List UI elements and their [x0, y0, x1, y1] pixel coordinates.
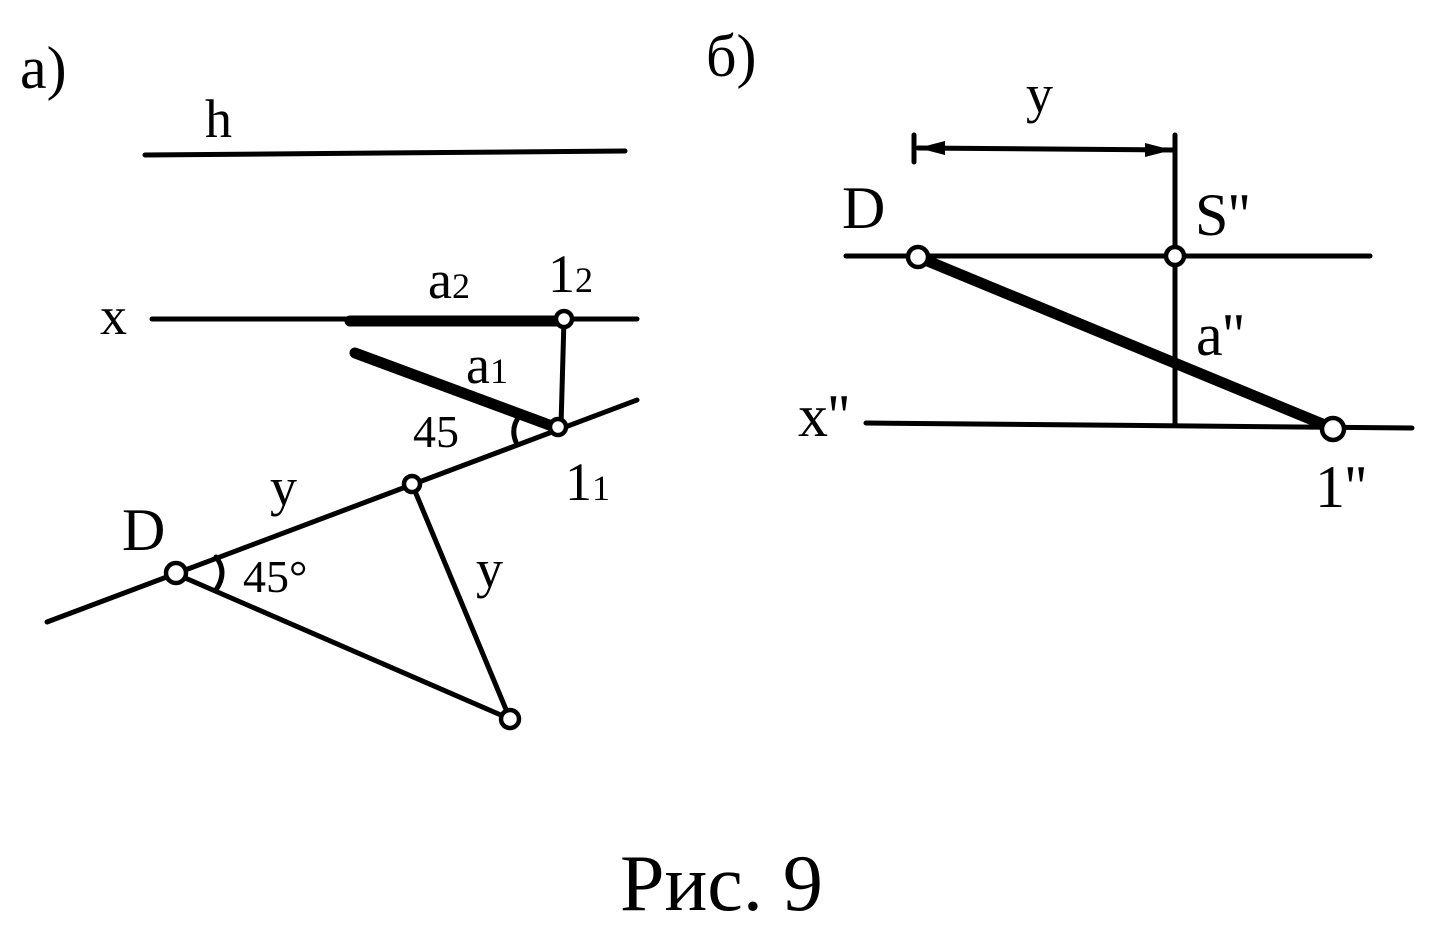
- y-dim-label: y: [1026, 64, 1053, 124]
- point-mid: [401, 473, 423, 495]
- panel-a-label: а): [20, 35, 67, 101]
- inclined-line: [44, 397, 640, 625]
- y-upper-label: y: [270, 457, 297, 517]
- y-lower-label: y: [476, 539, 503, 599]
- dim-line: [915, 145, 1175, 153]
- a-label-b: a'': [1196, 302, 1244, 368]
- angle-top-label: 45: [413, 406, 459, 457]
- angle-arc-top: [511, 412, 523, 445]
- point-1-2-label: 12: [548, 244, 593, 304]
- triangle-side-line: [409, 481, 513, 722]
- h-line: [142, 148, 628, 158]
- point-1-1-label: 11: [565, 452, 610, 512]
- h-label: h: [205, 89, 232, 149]
- panel-b-label: б): [706, 23, 757, 89]
- point-1-2: [553, 308, 575, 330]
- a1-label: a1: [466, 335, 508, 395]
- d-label-b: D: [842, 175, 885, 241]
- figure-caption: Рис. 9: [620, 840, 823, 928]
- x-axis-label: x: [100, 286, 127, 346]
- angle-arc-bottom: [213, 554, 225, 593]
- point-d-b: [905, 244, 931, 270]
- point-1-1: [547, 416, 569, 438]
- a2-label: a2: [428, 250, 470, 310]
- angle-bottom-label: 45°: [243, 551, 307, 602]
- point-s: [1163, 244, 1187, 268]
- dim-arrow-right: [1145, 143, 1172, 157]
- s-label: S'': [1195, 182, 1250, 248]
- triangle-base-line: [173, 571, 513, 722]
- connector-1-2-to-1-1: [558, 316, 567, 429]
- point-1-b: [1319, 415, 1347, 443]
- point-d-a: [163, 560, 189, 586]
- point-1-b-label: 1'': [1315, 454, 1367, 520]
- dim-arrow-left: [918, 141, 945, 155]
- x2-axis-label: x'': [798, 383, 850, 449]
- d-label-a: D: [122, 497, 165, 563]
- segment-a2-profile: [912, 251, 1338, 434]
- point-triangle-apex: [498, 707, 522, 731]
